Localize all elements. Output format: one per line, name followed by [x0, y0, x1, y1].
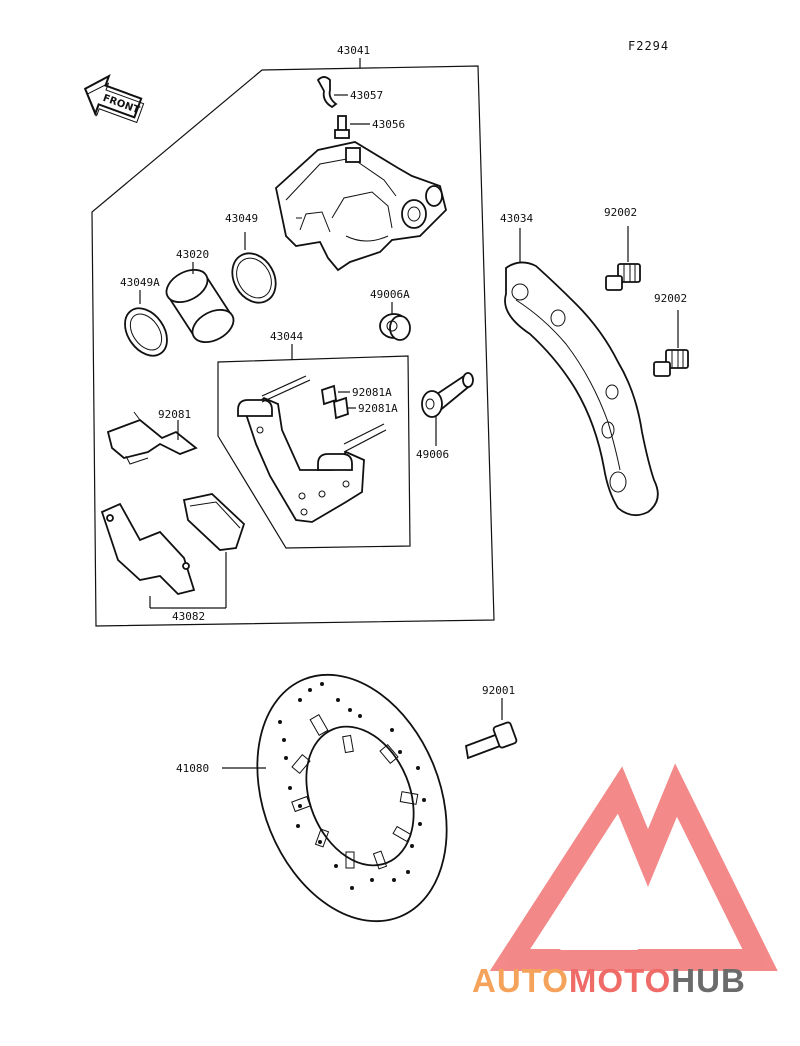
- label-43056: 43056: [372, 118, 405, 131]
- label-43049: 43049: [225, 212, 258, 225]
- bolt-upper: 92002: [604, 206, 641, 291]
- label-43044: 43044: [270, 330, 303, 343]
- label-43034: 43034: [500, 212, 533, 225]
- caliper-body: [275, 141, 447, 272]
- bleeder-valve: 43056: [334, 115, 405, 139]
- disc-bolt: 92001: [464, 684, 518, 760]
- label-92081: 92081: [158, 408, 191, 421]
- label-43057: 43057: [350, 89, 383, 102]
- label-92001: 92001: [482, 684, 515, 697]
- bracket-assembly-outline: [217, 355, 411, 549]
- pin-boot-upper: 49006A: [370, 288, 411, 341]
- label-43049A: 43049A: [120, 276, 160, 289]
- brake-disc: 41080: [176, 673, 448, 923]
- label-49006A: 49006A: [370, 288, 410, 301]
- bolt-lower: 92002: [653, 292, 689, 377]
- label-41080: 41080: [176, 762, 209, 775]
- brake-piston: 43020: [165, 248, 235, 344]
- torque-link: 43034: [500, 212, 659, 517]
- label-92002-1: 92002: [604, 206, 637, 219]
- watermark-brand: AUTOMOTOHUB: [472, 962, 792, 1002]
- watermark-part-1: AUTO: [472, 962, 569, 999]
- dust-seal: 43049A: [120, 276, 168, 357]
- pin-boot-lower: 49006: [416, 372, 474, 461]
- label-43020: 43020: [176, 248, 209, 261]
- watermark-logo-icon: [489, 763, 778, 971]
- label-43082: 43082: [172, 610, 205, 623]
- bleeder-cap: 43057: [316, 76, 383, 109]
- pad-retainers: 92081A 92081A: [321, 384, 398, 420]
- caliper-assembly-outline: [91, 65, 495, 627]
- label-92081A-1: 92081A: [352, 386, 392, 399]
- figure-code: F2294: [628, 39, 669, 53]
- brake-pads: 43082: [100, 493, 246, 623]
- pad-spring: 92081: [106, 408, 198, 465]
- label-49006: 49006: [416, 448, 449, 461]
- piston-seal: 43049: [225, 212, 277, 304]
- watermark-part-3: HUB: [671, 962, 746, 999]
- label-92002-2: 92002: [654, 292, 687, 305]
- watermark-part-2: MOTO: [568, 962, 672, 999]
- front-arrow-icon: FRONT: [83, 74, 145, 124]
- label-92081A-2: 92081A: [358, 402, 398, 415]
- label-43041: 43041: [337, 44, 370, 57]
- caliper-bracket: [237, 375, 387, 523]
